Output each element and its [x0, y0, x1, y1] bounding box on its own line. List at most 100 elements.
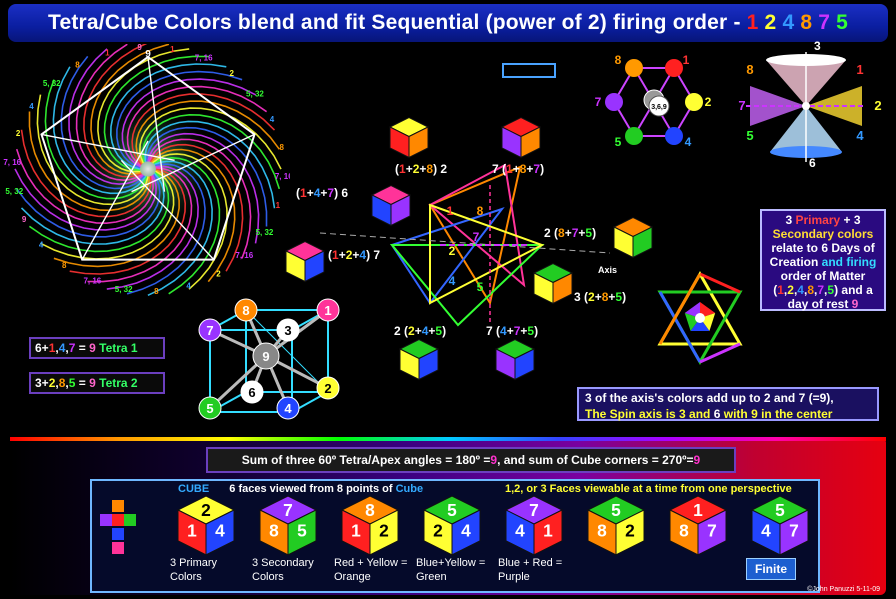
spiral-label: 5, 32: [246, 90, 264, 99]
star-sum-left-lower: (1+2+4) 7: [328, 248, 380, 262]
bottom-cube-right-label: 2: [625, 521, 635, 541]
spiral-label: 5, 32: [256, 228, 274, 237]
star-sum-left-upper-part: 4: [314, 186, 321, 200]
star-sum-right-upper-part: 8: [558, 226, 565, 240]
cube-node-label: 2: [324, 381, 331, 396]
star-cube-bottom-right-right: [514, 348, 535, 381]
spiral-arm: [14, 168, 157, 231]
cone-center: [802, 102, 810, 110]
axis-note-line2-c: with 9 in the center: [720, 407, 833, 421]
star-sum-bottom-right-part: +: [507, 324, 514, 338]
star-sum-top-left-part: 8: [426, 162, 433, 176]
david-pentagon-slice: [700, 302, 716, 318]
tetra-note-part: 4: [58, 341, 66, 355]
star-sum-top-right-part: 8: [520, 162, 527, 176]
star-axis-line: [319, 232, 611, 254]
star-sum-top-right-part: 7 (: [492, 162, 506, 176]
sum-text-a: Sum of three 60º Tetra/Apex angles = 180…: [241, 453, 491, 467]
star-sum-left-upper-part: (: [296, 186, 300, 200]
axis-note-line2-b: 6: [713, 407, 721, 421]
hexagon-node: [625, 59, 643, 77]
bottom-cube-right-label: 7: [707, 521, 717, 541]
title-seq-digit: 8: [800, 11, 813, 34]
angle-sum-bar: Sum of three 60º Tetra/Apex angles = 180…: [206, 447, 736, 473]
sum-text-c: , and sum of Cube corners = 270º=: [497, 453, 694, 467]
cube-diagonal: [245, 309, 329, 393]
spiral-arm: [15, 173, 161, 238]
hexagon-node: [665, 127, 683, 145]
title-text: Tetra/Cube Colors blend and fit Sequenti…: [48, 11, 741, 34]
cube-caption-line: Blue+Yellow =: [416, 557, 486, 569]
days-box-segment: ) and a: [834, 283, 873, 297]
star-inner-label: 7: [473, 230, 480, 244]
spiral-label: 8: [154, 287, 159, 296]
star-sum-top-right-part: 7: [533, 162, 540, 176]
cube-caption: Blue + Red =Purple: [498, 556, 562, 584]
days-box-line: 3 Primary + 3: [762, 213, 884, 227]
spiral-label: 4: [39, 240, 44, 249]
spiral-arm: [53, 169, 180, 268]
bottom-cube-right: [369, 509, 399, 556]
star-sum-left-lower-part: 2: [346, 248, 353, 262]
bottom-cube-right: [451, 509, 481, 556]
days-box-segment: 8: [807, 283, 815, 297]
spiral-label: 5, 32: [115, 285, 133, 294]
bottom-cube-left-label: 1: [351, 521, 361, 541]
spiral-arm: [103, 55, 209, 171]
star-sum-right-upper-part: +: [565, 226, 572, 240]
bottom-cube-top-label: 7: [283, 500, 293, 520]
star-sum-bottom-right-part: 7 (: [486, 324, 500, 338]
hexagon-node-label: 1: [683, 53, 690, 67]
days-box-segment: and firing: [821, 255, 877, 269]
cube-caption: Blue+Yellow =Green: [416, 556, 485, 584]
days-box-segment: order of Matter: [780, 269, 866, 283]
tetra-note-part: 5: [68, 376, 76, 390]
spiral-arm: [121, 78, 257, 168]
star-cube-lower-right-right: [552, 272, 573, 305]
bottom-cube-left-label: 4: [515, 521, 525, 541]
days-box-segment: 4: [797, 283, 804, 297]
spiral-arm: [147, 160, 213, 297]
bottom-cube-left-label: 4: [761, 521, 771, 541]
spiral-label: 2: [216, 269, 221, 278]
star-sum-left-lower-part: 4: [359, 248, 366, 262]
star-sum-right-upper-part: 7: [572, 226, 579, 240]
star-sum-left-lower-part: 1: [332, 248, 339, 262]
spiral-arm: [126, 163, 206, 295]
days-box-segment: Secondary colors: [772, 227, 874, 241]
star-sum-bottom-left: 2 (2+4+5): [394, 324, 446, 338]
spiral-arm: [44, 79, 148, 200]
spiral-star-line: [131, 133, 255, 193]
bottom-cube-right-label: 1: [543, 521, 553, 541]
star-sum-left-upper-part: 7: [327, 186, 334, 200]
star-sum-bottom-left-part: +: [428, 324, 435, 338]
days-box-segment: ,: [803, 283, 808, 297]
david-edge-purple: [699, 342, 741, 364]
cube-word: CUBE: [178, 483, 210, 495]
star-tri-blue: [390, 207, 505, 305]
finite-button[interactable]: Finite: [746, 558, 796, 580]
spiral-arm: [75, 44, 143, 182]
days-box-segment: ,: [824, 283, 828, 297]
star-sum-top-right: 7 (1+8+7): [492, 162, 544, 176]
cube-caption-line: 3 Secondary: [252, 557, 314, 569]
star-sum-bottom-left-part: 2 (: [394, 324, 408, 338]
days-box-segment: 7: [817, 283, 825, 297]
cone-label: 4: [856, 128, 864, 143]
star-cube-top-right-right: [520, 126, 541, 159]
star-sum-top-left-part: 1: [399, 162, 406, 176]
tetra-note-part: Tetra 2: [95, 376, 138, 390]
rainbow-divider: [10, 437, 886, 441]
spiral-arm: [131, 93, 276, 166]
cone-label: 1: [856, 62, 863, 77]
tetra-note-part: 8: [58, 376, 66, 390]
days-box-segment: Creation: [769, 255, 822, 269]
cube-word-2: Cube: [395, 483, 424, 495]
star-sum-right-upper: 2 (8+7+5): [544, 226, 596, 240]
cube-caption-line: Purple: [498, 571, 530, 583]
title-seq-digit: 2: [764, 11, 777, 34]
tetra-note-part: 6+: [35, 341, 49, 355]
star-sum-bottom-right-part: ): [534, 324, 538, 338]
star-sum-bottom-right-part: 5: [527, 324, 534, 338]
